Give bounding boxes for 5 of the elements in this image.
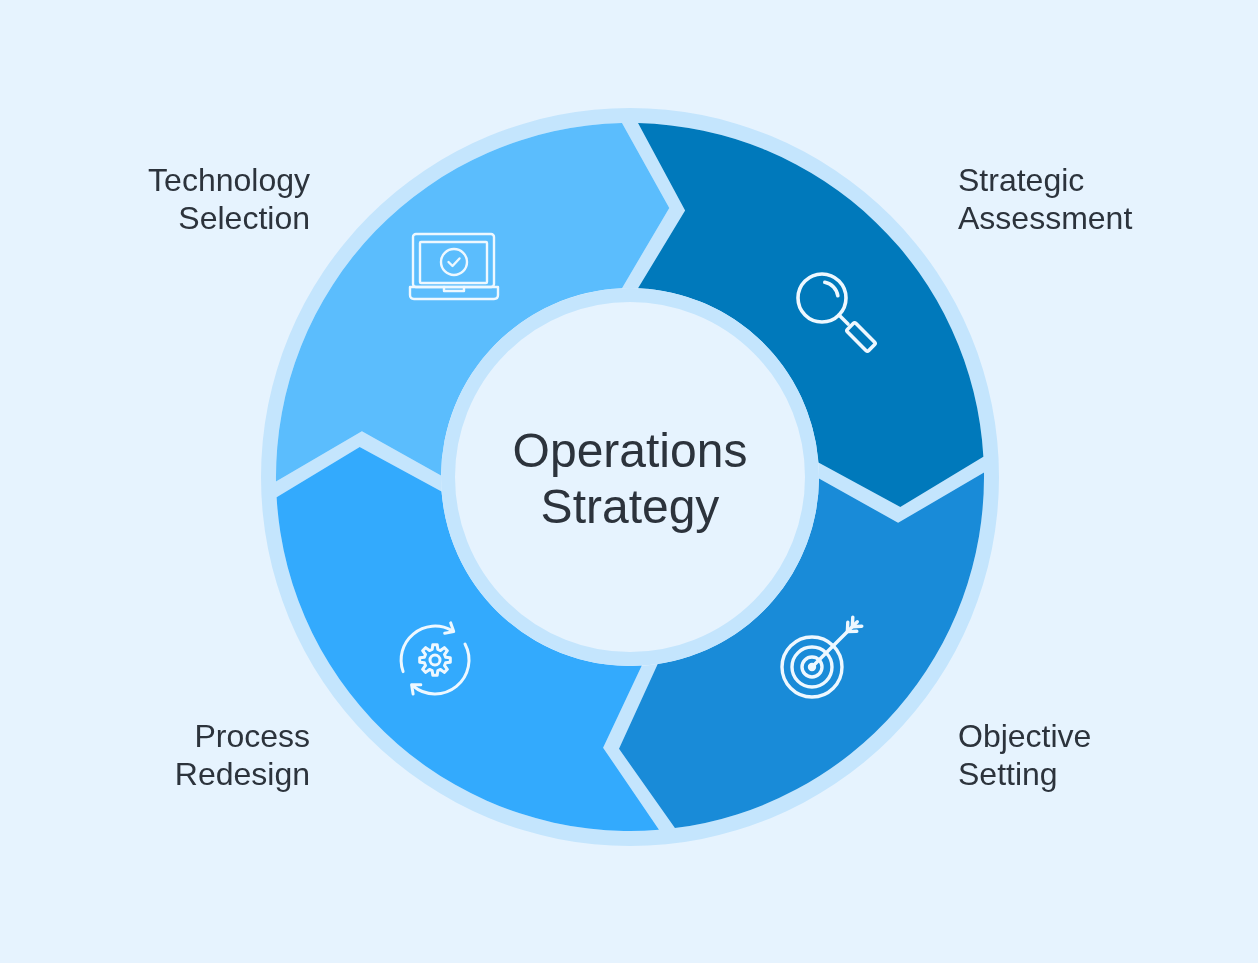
step-label: Technology Selection [147,161,310,237]
step-label: Objective Setting [958,717,1093,793]
center-title: Operations Strategy [511,423,749,535]
step-label: Strategic Assessment [958,161,1134,237]
step-label: Process Redesign [173,717,310,793]
